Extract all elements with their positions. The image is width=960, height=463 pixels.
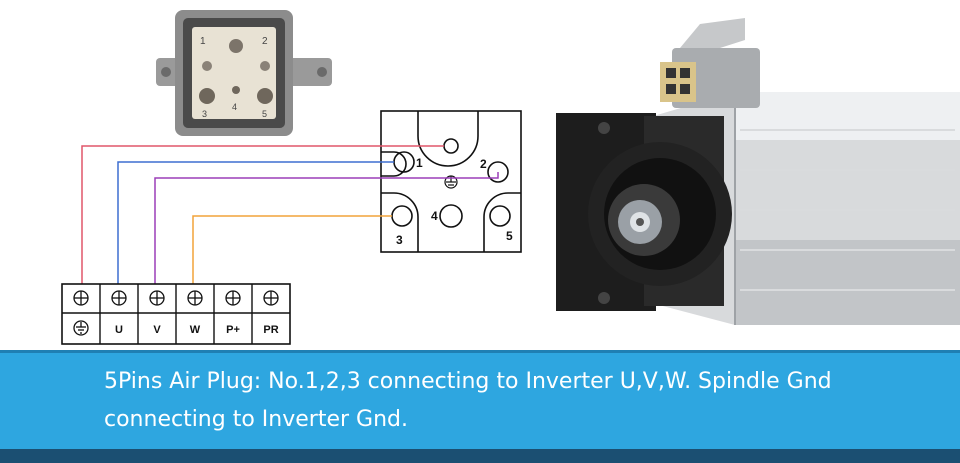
plug-pin-4-label: 4 (431, 209, 438, 223)
plug-face-diagram (380, 110, 522, 253)
screw-icon (111, 290, 127, 306)
terminal-label-w: W (190, 324, 201, 336)
plug-ground-icon (444, 175, 458, 189)
screw-icon (149, 290, 165, 306)
plug-pin-2 (487, 161, 509, 183)
wire-v (154, 172, 499, 284)
plug-pin-3-label: 3 (396, 233, 403, 247)
connector-pin-1-label: 1 (200, 36, 206, 47)
connector-pin-3-label: 3 (202, 109, 207, 119)
caption-banner: 5Pins Air Plug: No.1,2,3 connecting to I… (0, 350, 960, 463)
terminal-label-pr: PR (263, 324, 278, 336)
banner-bottom-stripe (0, 449, 960, 463)
plug-pin-5-label: 5 (506, 229, 513, 243)
wire-w (192, 215, 392, 284)
plug-pin-1-label: 1 (416, 156, 423, 170)
plug-pin-4 (439, 204, 463, 228)
wires (81, 145, 499, 284)
screw-icon (73, 290, 89, 306)
screw-icon (263, 290, 279, 306)
ground-icon (73, 320, 89, 336)
spindle-photo (556, 18, 960, 325)
terminal-label-u: U (115, 324, 123, 336)
wire-u (117, 161, 394, 284)
screw-icon (225, 290, 241, 306)
connector-photo: 1 2 3 4 5 (156, 10, 332, 136)
terminal-label-p-plus: P+ (226, 324, 240, 336)
terminal-block: U V W P+ PR (61, 283, 291, 345)
terminal-label-v: V (153, 324, 161, 336)
screw-icon (187, 290, 203, 306)
connector-pin-5-label: 5 (262, 109, 267, 119)
caption-line-1: 5Pins Air Plug: No.1,2,3 connecting to I… (104, 369, 832, 394)
caption-line-2: connecting to Inverter Gnd. (104, 407, 408, 432)
wire-ground (81, 145, 444, 284)
caption-text: 5Pins Air Plug: No.1,2,3 connecting to I… (104, 363, 924, 439)
connector-pin-2-label: 2 (262, 36, 268, 47)
connector-pin-4-label: 4 (232, 102, 237, 112)
plug-pin-5 (489, 205, 511, 227)
wiring-diagram: 1 2 3 4 5 1 2 3 4 5 (61, 10, 960, 345)
plug-pin-2-label: 2 (480, 157, 487, 171)
